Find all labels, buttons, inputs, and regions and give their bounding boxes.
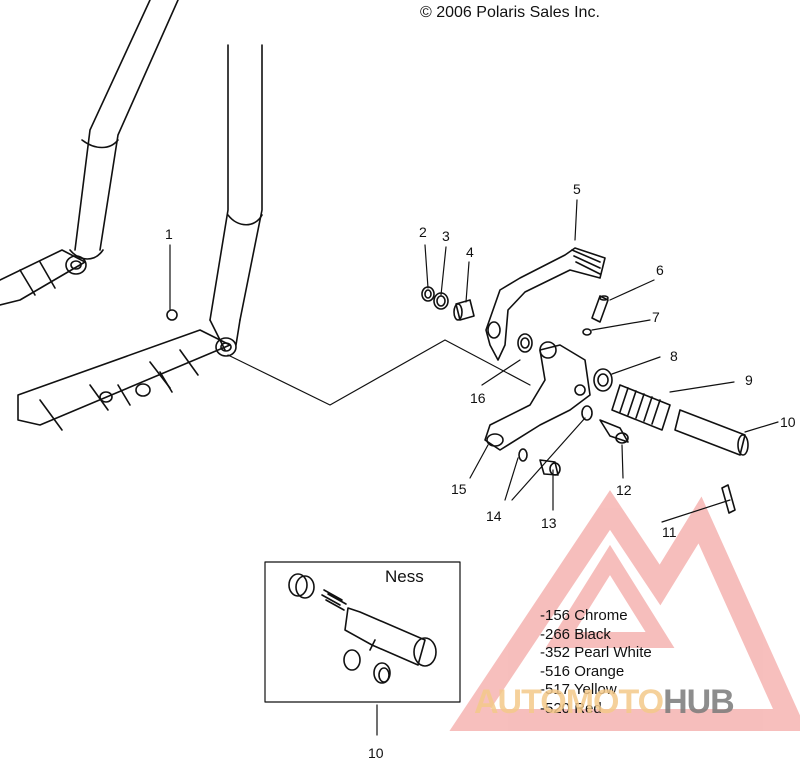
callout-15: 15 <box>451 481 467 497</box>
callout-16: 16 <box>470 390 486 406</box>
callout-7: 7 <box>652 309 660 325</box>
callout-1: 1 <box>165 226 173 242</box>
callout-5: 5 <box>573 181 581 197</box>
callout-14: 14 <box>486 508 502 524</box>
callout-11: 11 <box>662 524 677 540</box>
washer-part-3 <box>433 292 449 310</box>
rubber-grip-part-9 <box>611 384 671 431</box>
watermark-logo <box>449 490 800 731</box>
leader-line-frame <box>227 339 531 406</box>
variant-item: -517 Yellow <box>540 681 617 698</box>
watermark-part1: AUTOMOTO <box>474 683 664 721</box>
callout-6: 6 <box>656 262 664 278</box>
washer-part-16 <box>517 333 533 353</box>
leader-lines <box>169 199 779 736</box>
watermark-part2: HUB <box>663 683 735 721</box>
frame-tube-left <box>0 0 179 306</box>
callout-10-inset: 10 <box>368 745 384 761</box>
copyright-notice: © 2006 Polaris Sales Inc. <box>420 4 600 21</box>
callout-13: 13 <box>541 515 557 531</box>
bolt-part-12 <box>599 419 629 444</box>
pin-part-6 <box>591 295 609 323</box>
inset-title: Ness <box>385 567 424 586</box>
callout-4: 4 <box>466 244 474 260</box>
variant-item: -156 Chrome <box>540 607 628 624</box>
callout-9: 9 <box>745 372 753 388</box>
bolt-part-13 <box>539 459 561 476</box>
washer-part-8 <box>593 368 613 392</box>
pin-part-11 <box>721 484 736 514</box>
mount-bracket-part-15 <box>484 341 591 451</box>
bushing-part-4 <box>453 299 475 321</box>
callout-8: 8 <box>670 348 678 364</box>
frame-tube-main <box>209 44 263 351</box>
callout-12: 12 <box>616 482 632 498</box>
callout-2: 2 <box>419 224 427 240</box>
variant-item: -266 Black <box>540 625 611 643</box>
footpeg-part-10 <box>674 409 749 456</box>
watermark-text: AUTOMOTOHUB <box>474 683 735 722</box>
variant-item: -352 Pearl White <box>540 644 652 661</box>
shift-lever-part-5 <box>485 247 606 361</box>
color-variant-list: -156 Chrome -266 Black -352 Pearl White … <box>540 607 652 718</box>
ness-inset-box <box>264 561 461 703</box>
variant-item: -520 Red <box>540 699 602 717</box>
washers-part-14 <box>518 405 593 462</box>
callout-3: 3 <box>442 228 450 244</box>
clip-part-7 <box>582 328 592 336</box>
callout-10: 10 <box>780 414 796 430</box>
footrest-tube-lower <box>17 309 237 431</box>
variant-item: -516 Orange <box>540 662 625 680</box>
snap-ring-part-2 <box>421 286 435 302</box>
